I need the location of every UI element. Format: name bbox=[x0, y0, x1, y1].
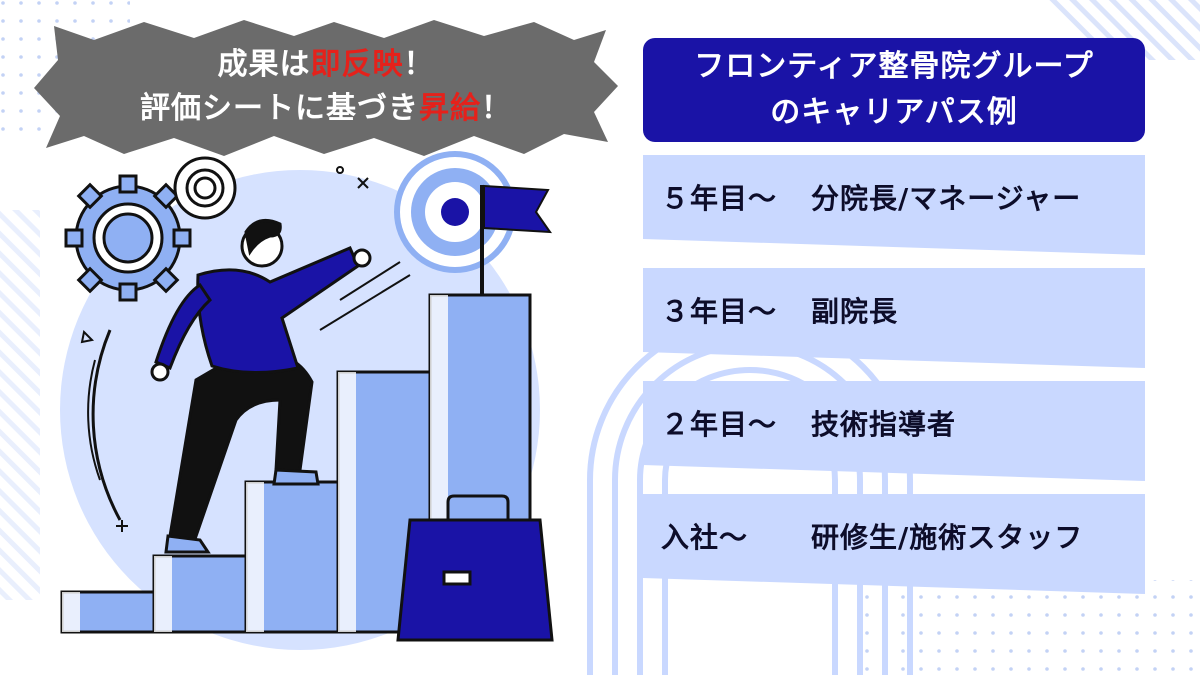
gear-icon bbox=[64, 174, 192, 302]
stage-role: 研修生/施術スタッフ bbox=[811, 521, 1084, 554]
briefcase-icon bbox=[396, 494, 554, 642]
career-stage-5th-year: ５年目〜 分院長/マネージャー bbox=[643, 155, 1145, 255]
stage-role: 技術指導者 bbox=[811, 408, 957, 441]
headline-line-2: 評価シートに基づき昇給！ bbox=[140, 91, 512, 126]
flag-icon bbox=[480, 184, 553, 295]
stage-year: ２年目〜 bbox=[661, 408, 778, 441]
career-stage-entry: 入社〜 研修生/施術スタッフ bbox=[643, 494, 1145, 594]
headline-line-1: 成果は即反映！ bbox=[217, 47, 435, 82]
career-stage-2nd-year: ２年目〜 技術指導者 bbox=[643, 381, 1145, 481]
headline-burst: 成果は即反映！ 評価シートに基づき昇給！ bbox=[34, 16, 618, 158]
title-line-1: フロンティア整骨院グループ bbox=[694, 49, 1094, 84]
title-line-2: のキャリアパス例 bbox=[770, 95, 1018, 130]
sparkle-icon bbox=[80, 166, 369, 532]
stage-role: 副院長 bbox=[811, 295, 899, 328]
career-growth-illustration bbox=[60, 151, 554, 650]
career-stage-3rd-year: ３年目〜 副院長 bbox=[643, 268, 1145, 368]
person-climbing bbox=[150, 218, 372, 554]
stage-role: 分院長/マネージャー bbox=[811, 182, 1082, 215]
target-icon bbox=[394, 151, 516, 273]
stage-year: 入社〜 bbox=[661, 521, 749, 554]
stage-year: ５年目〜 bbox=[661, 182, 778, 215]
career-path-title: フロンティア整骨院グループ のキャリアパス例 bbox=[643, 38, 1145, 142]
stage-year: ３年目〜 bbox=[661, 295, 778, 328]
gear-icon bbox=[173, 156, 237, 220]
